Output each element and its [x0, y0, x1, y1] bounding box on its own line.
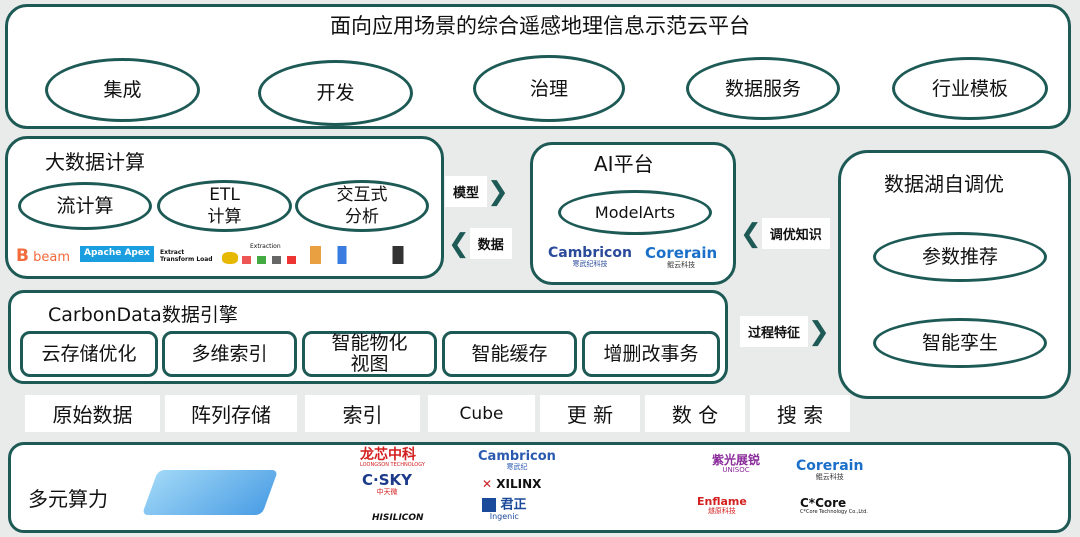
xilinx-logo: ✕ XILINX: [482, 477, 542, 491]
etl-label: ETL 计算: [207, 185, 242, 227]
compute-title: 多元算力: [28, 487, 108, 511]
carbondata-title: CarbonData数据引擎: [48, 304, 238, 326]
cloud-storage-opt: 云存储优化: [20, 331, 158, 377]
database-icon: [222, 252, 238, 264]
ellipse-stream: 流计算: [18, 182, 152, 230]
beam-logo: B beam: [16, 246, 70, 266]
ellipse-data-service: 数据服务: [686, 57, 840, 120]
tool-icons: [310, 246, 420, 264]
storage-raw: 原始数据: [25, 395, 160, 432]
datalake-title: 数据湖自调优: [884, 172, 1004, 196]
ellipse-digital-twin: 智能孪生: [873, 318, 1047, 368]
ellipse-integration: 集成: [45, 58, 200, 122]
crud-transaction: 增删改事务: [582, 331, 720, 377]
tuning-knowledge-arrow: ❮调优知识: [740, 218, 830, 249]
storage-search: 搜 索: [750, 395, 850, 432]
etl-logo: Extract Transform Load: [160, 249, 213, 263]
process-feature-arrow: 过程特征❯: [740, 316, 830, 347]
ellipse-modelarts: ModelArts: [558, 190, 712, 235]
ai-platform-title: AI平台: [594, 152, 654, 176]
ellipse-governance: 治理: [473, 55, 625, 122]
compute-box: [8, 442, 1071, 533]
platform-title: 面向应用场景的综合遥感地理信息示范云平台: [330, 14, 750, 38]
ellipse-param-recommend: 参数推荐: [873, 232, 1047, 282]
storage-array: 阵列存储: [165, 395, 297, 432]
storage-cube: Cube: [428, 395, 535, 432]
storage-index: 索引: [305, 395, 420, 432]
file-icons: [242, 256, 302, 264]
bigdata-title: 大数据计算: [45, 150, 145, 174]
multi-dim-index: 多维索引: [162, 331, 297, 377]
storage-warehouse: 数 仓: [645, 395, 745, 432]
cloud-illustration: [141, 470, 279, 515]
extraction-logo: Extraction: [250, 243, 281, 250]
interactive-label: 交互式 分析: [336, 185, 388, 227]
ellipse-development: 开发: [258, 60, 413, 126]
ellipse-interactive: 交互式 分析: [295, 180, 429, 232]
ellipse-etl: ETL 计算: [157, 180, 292, 232]
storage-update: 更 新: [540, 395, 640, 432]
smart-mat-view: 智能物化 视图: [302, 331, 437, 377]
apache-apex-logo: Apache Apex: [80, 246, 154, 262]
data-arrow: ❮数据: [448, 228, 512, 259]
smart-cache: 智能缓存: [442, 331, 577, 377]
ellipse-industry-template: 行业模板: [892, 57, 1048, 120]
model-arrow: 模型❯: [445, 176, 509, 207]
hisilicon-logo: HISILICON: [372, 513, 424, 523]
